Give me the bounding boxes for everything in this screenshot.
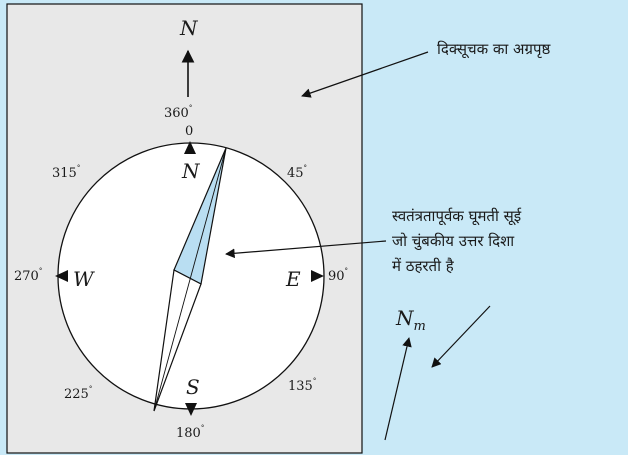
needle-annotation-line1: स्वतंत्रतापूर्वक घूमती सूई [392,207,522,225]
description-pointer-arrow [431,305,491,368]
needle-annotation-line3: में ठहरती है [392,257,454,275]
magnetic-north-label: Nm [396,306,426,334]
degree-225-label: 225° [64,385,93,402]
degree-180-label: 180° [176,424,205,441]
degree-360-label: 360° [164,104,193,121]
west-label: W [73,267,94,291]
compass-front-annotation: दिक्सूचक का अग्रपृष्ठ [437,40,551,58]
compass-needle-icon [153,147,227,412]
degree-90-label: 90° [328,267,349,284]
triangle-marker-icon [55,270,68,282]
triangle-marker-icon [185,403,197,416]
front-pointer-arrow [301,51,429,98]
needle-pointer-arrow [225,240,387,259]
needle-south-half [153,269,202,412]
degree-45-label: 45° [287,164,308,181]
degree-135-label: 135° [288,377,317,394]
degree-315-label: 315° [52,164,81,181]
east-label: E [286,267,301,291]
triangle-marker-icon [184,141,196,154]
south-label: S [186,375,200,399]
north-label-top: N [180,16,198,40]
degree-0-label: 0 [185,124,194,139]
triangle-marker-icon [311,270,324,282]
needle-center-line [153,147,227,412]
magnetic-north-arrow [384,337,412,441]
degree-270-label: 270° [14,267,43,284]
north-label-inner: N [182,159,200,183]
needle-annotation-line2: जो चुंबकीय उत्तर दिशा [392,232,515,250]
